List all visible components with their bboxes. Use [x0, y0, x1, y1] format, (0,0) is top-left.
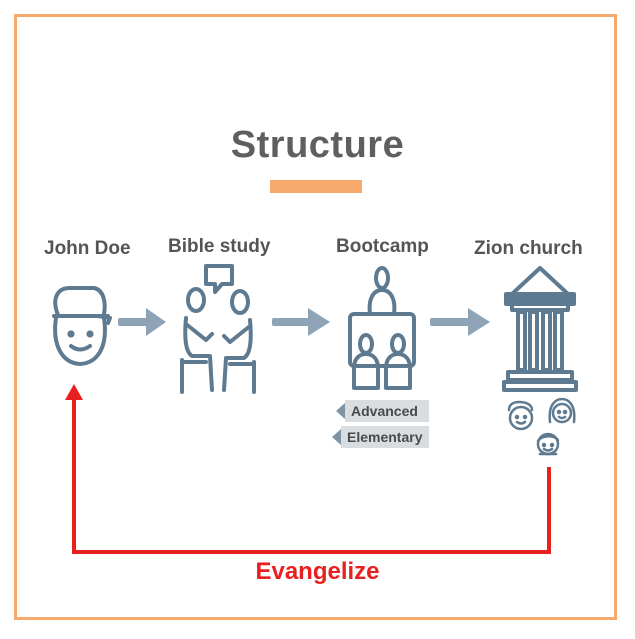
flow-arrow-3 [430, 308, 490, 336]
level-tag-advanced: Advanced [336, 400, 429, 422]
stage-label-bootcamp: Bootcamp [336, 236, 429, 257]
bootcamp-icon [348, 266, 416, 390]
person-cap-icon [52, 286, 112, 366]
title-underline [270, 180, 362, 193]
flow-arrow-1 [118, 308, 166, 336]
bible-study-icon [180, 264, 256, 394]
church-icon [502, 266, 578, 392]
page-title: Structure [230, 124, 405, 166]
stage-label-zion-church: Zion church [474, 238, 583, 259]
boy-face-icon [507, 400, 534, 431]
evangelize-label: Evangelize [255, 558, 380, 585]
woman-face-icon [548, 397, 576, 424]
stage-label-john-doe: John Doe [44, 238, 131, 259]
level-tag-elementary: Elementary [332, 426, 429, 448]
diagram-frame [14, 14, 617, 620]
evangelize-return-arrow [65, 384, 551, 554]
child-face-icon [536, 432, 560, 456]
flow-arrow-2 [272, 308, 330, 336]
stage-label-bible-study: Bible study [168, 236, 271, 257]
